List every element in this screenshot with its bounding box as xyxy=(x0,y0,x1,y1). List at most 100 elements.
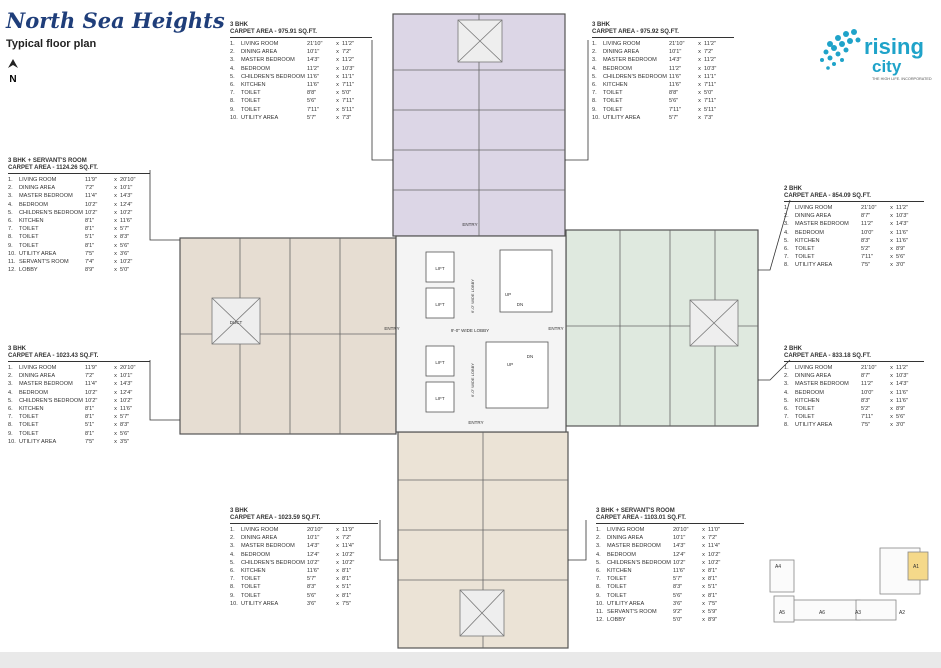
lift-2 xyxy=(425,287,455,319)
key-label-a4: A4 xyxy=(775,564,781,570)
dim-separator: x xyxy=(702,576,705,583)
room-name: KITCHEN xyxy=(795,397,820,404)
room-dim-b: 10'3" xyxy=(896,373,909,380)
stair-2 xyxy=(485,341,549,409)
dim-separator: x xyxy=(114,267,117,274)
room-dim-a: 8'1" xyxy=(85,242,95,249)
room-name: TOILET xyxy=(19,430,39,437)
room-dim-a: 11'2" xyxy=(861,221,873,228)
room-name: LIVING ROOM xyxy=(607,527,645,533)
room-name: UTILITY AREA xyxy=(603,114,641,121)
room-dim-b: 7'11" xyxy=(704,82,716,89)
room-name: TOILET xyxy=(19,234,39,241)
room-dim-b: 7'3" xyxy=(342,114,352,121)
room-dim-b: 11'2" xyxy=(342,57,354,64)
dim-separator: x xyxy=(890,246,893,253)
room-dim-a: 10'2" xyxy=(85,397,98,404)
dim-separator: x xyxy=(114,242,117,249)
room-number: 9. xyxy=(8,242,13,249)
dim-separator: x xyxy=(702,600,705,607)
room-number: 7. xyxy=(784,414,789,421)
dim-separator: x xyxy=(336,600,339,607)
room-number: 12. xyxy=(596,617,604,624)
dim-separator: x xyxy=(698,49,701,56)
room-dim-a: 5'7" xyxy=(307,576,317,583)
dim-separator: x xyxy=(114,234,117,241)
room-number: 10. xyxy=(592,114,600,121)
dim-separator: x xyxy=(702,559,705,566)
unit-table-right-bottom: 2 BHK CARPET AREA - 833.18 SQ.FT. 1.LIVI… xyxy=(784,346,924,430)
room-number: 3. xyxy=(784,381,789,388)
dim-separator: x xyxy=(698,82,701,89)
room-name: MASTER BEDROOM xyxy=(241,543,295,550)
dim-separator: x xyxy=(890,389,893,396)
room-dim-b: 10'1" xyxy=(120,373,133,380)
room-dim-a: 5'2" xyxy=(861,246,871,253)
dim-separator: x xyxy=(890,381,893,388)
room-name: SERVANT'S ROOM xyxy=(607,609,657,616)
room-number: 2. xyxy=(8,185,13,192)
room-name: LIVING ROOM xyxy=(19,365,57,371)
room-dim-a: 11'2" xyxy=(669,65,681,72)
stair-1 xyxy=(499,249,553,313)
room-dim-a: 3'6" xyxy=(673,600,683,607)
dim-separator: x xyxy=(336,576,339,583)
room-number: 7. xyxy=(8,414,13,421)
lift-3 xyxy=(425,345,455,377)
room-name: BEDROOM xyxy=(241,65,270,72)
room-dim-a: 11'2" xyxy=(307,65,319,72)
room-name: TOILET xyxy=(603,90,623,97)
stair2-dn-label: DN xyxy=(527,354,534,359)
room-number: 1. xyxy=(784,365,789,371)
dim-separator: x xyxy=(890,229,893,236)
room-number: 5. xyxy=(784,397,789,404)
room-dim-a: 11'9" xyxy=(85,177,97,183)
room-dim-b: 7'11" xyxy=(342,82,354,89)
room-dim-b: 8'9" xyxy=(708,617,718,624)
dim-separator: x xyxy=(890,262,893,269)
room-dim-b: 7'11" xyxy=(704,98,716,105)
unit-type: 3 BHK xyxy=(230,508,249,514)
room-dim-b: 11'2" xyxy=(342,41,354,47)
room-dim-a: 12'4" xyxy=(307,551,320,558)
room-dim-a: 8'3" xyxy=(673,584,683,591)
room-dim-b: 14'3" xyxy=(120,381,133,388)
room-number: 11. xyxy=(8,259,16,266)
room-number: 3. xyxy=(784,221,789,228)
room-name: TOILET xyxy=(603,106,623,113)
room-dim-b: 10'2" xyxy=(342,559,355,566)
room-dim-b: 11'2" xyxy=(896,205,908,211)
room-dim-b: 5'6" xyxy=(120,430,130,437)
room-name: MASTER BEDROOM xyxy=(19,193,73,200)
room-name: DINING AREA xyxy=(795,373,832,380)
room-dim-b: 11'2" xyxy=(704,41,716,47)
room-dim-a: 11'6" xyxy=(673,568,685,575)
dim-separator: x xyxy=(114,422,117,429)
leader-left-top xyxy=(149,170,180,241)
north-label: N xyxy=(9,74,16,85)
room-number: 4. xyxy=(784,229,789,236)
room-dim-a: 5'7" xyxy=(307,114,317,121)
room-number: 6. xyxy=(8,406,13,413)
unit-table-right-top: 2 BHK CARPET AREA - 854.09 SQ.FT. 1.LIVI… xyxy=(784,186,924,270)
room-dim-a: 11'6" xyxy=(307,82,319,89)
room-dim-b: 11'6" xyxy=(896,389,908,396)
